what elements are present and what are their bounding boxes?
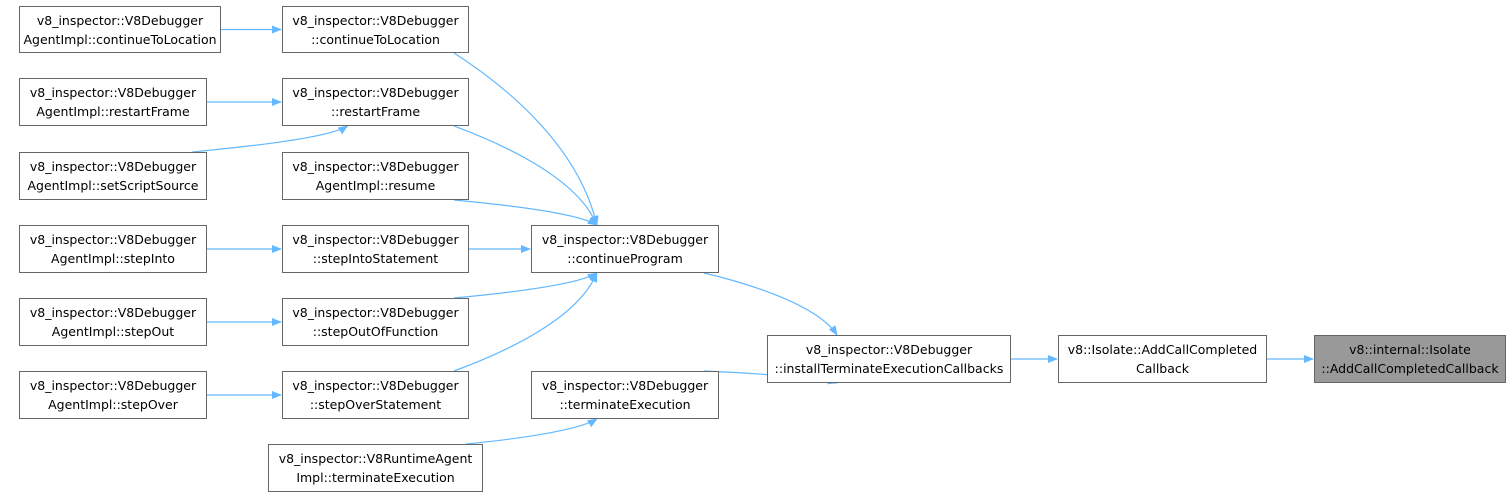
node-line-1: v8::Isolate::AddCallCompleted — [1067, 342, 1258, 357]
node-line-1: v8_inspector::V8Debugger — [29, 378, 197, 393]
node-line-2: AgentImpl::resume — [315, 178, 436, 193]
node-line-1: v8_inspector::V8Debugger — [292, 159, 459, 174]
node-debugger-step-out-of-function[interactable]: v8_inspector::V8Debugger ::stepOutOfFunc… — [282, 298, 469, 346]
node-debugger-step-into-statement[interactable]: v8_inspector::V8Debugger ::stepIntoState… — [282, 225, 469, 273]
edge-debugger_step_out_of_function-to-debugger_continue_program — [453, 272, 598, 299]
node-debugger-continue-program[interactable]: v8_inspector::V8Debugger ::continueProgr… — [531, 225, 719, 273]
node-line-1: v8_inspector::V8Debugger — [805, 342, 973, 357]
node-debugger-restart-frame[interactable]: v8_inspector::V8Debugger ::restartFrame — [282, 78, 469, 126]
node-line-1: v8_inspector::V8Debugger — [292, 85, 459, 100]
node-agent-resume[interactable]: v8_inspector::V8Debugger AgentImpl::resu… — [282, 152, 469, 200]
node-debugger-install-terminate-execution-callbacks[interactable]: v8_inspector::V8Debugger ::installTermin… — [767, 335, 1011, 383]
node-agent-step-over[interactable]: v8_inspector::V8Debugger AgentImpl::step… — [19, 371, 207, 419]
node-line-2: Callback — [1135, 361, 1190, 376]
node-line-1: v8_inspector::V8Debugger — [292, 12, 459, 28]
node-line-2: AgentImpl::continueToLocation — [23, 31, 217, 47]
edge-debugger_continue_to_location-to-debugger_continue_program — [453, 52, 599, 226]
edge-debugger_step_over_statement-to-debugger_continue_program — [453, 272, 598, 372]
node-agent-step-into[interactable]: v8_inspector::V8Debugger AgentImpl::step… — [19, 225, 207, 273]
node-line-1: v8_inspector::V8Debugger — [292, 305, 459, 320]
node-agent-restart-frame[interactable]: v8_inspector::V8Debugger AgentImpl::rest… — [19, 78, 207, 126]
node-agent-continue-to-location[interactable]: v8_inspector::V8Debugger AgentImpl::cont… — [19, 6, 221, 53]
node-line-1: v8_inspector::V8Debugger — [29, 159, 197, 174]
node-line-2: AgentImpl::restartFrame — [36, 104, 190, 119]
edge-runtime_agent_terminate_execution-to-debugger_terminate_execution — [465, 418, 598, 445]
node-agent-set-script-source[interactable]: v8_inspector::V8Debugger AgentImpl::setS… — [19, 152, 207, 200]
node-line-1: v8_inspector::V8Debugger — [292, 378, 459, 393]
edge-agent_set_script_source-to-debugger_restart_frame — [191, 125, 349, 153]
node-line-1: v8_inspector::V8RuntimeAgent — [278, 451, 473, 466]
node-agent-step-out[interactable]: v8_inspector::V8Debugger AgentImpl::step… — [19, 298, 207, 346]
node-debugger-terminate-execution[interactable]: v8_inspector::V8Debugger ::terminateExec… — [531, 371, 719, 419]
node-line-2: ::restartFrame — [330, 104, 421, 119]
node-line-2: AgentImpl::stepInto — [51, 251, 175, 266]
edge-debugger_restart_frame-to-debugger_continue_program — [453, 125, 598, 226]
edge-debugger_continue_program-to-debugger_install_terminate_callbacks — [703, 272, 838, 336]
node-line-1: v8_inspector::V8Debugger — [29, 305, 197, 320]
node-line-2: ::stepOverStatement — [309, 397, 442, 412]
node-line-2: AgentImpl::setScriptSource — [27, 178, 199, 193]
node-line-2: ::AddCallCompletedCallback — [1321, 361, 1499, 376]
node-debugger-continue-to-location[interactable]: v8_inspector::V8Debugger ::continueToLoc… — [282, 6, 469, 53]
node-line-2: Impl::terminateExecution — [296, 470, 455, 485]
node-line-1: v8_inspector::V8Debugger — [29, 232, 197, 247]
node-line-2: ::stepIntoStatement — [312, 251, 439, 266]
node-line-2: ::terminateExecution — [559, 397, 691, 412]
node-line-1: v8_inspector::V8Debugger — [29, 85, 197, 100]
node-runtime-agent-terminate-execution[interactable]: v8_inspector::V8RuntimeAgent Impl::termi… — [268, 444, 483, 492]
node-line-2: AgentImpl::stepOver — [48, 397, 178, 412]
node-line-2: ::installTerminateExecutionCallbacks — [774, 361, 1004, 376]
node-line-1: v8::internal::Isolate — [1349, 342, 1471, 357]
node-isolate-add-call-completed-callback[interactable]: v8::Isolate::AddCallCompleted Callback — [1058, 335, 1267, 383]
node-line-1: v8_inspector::V8Debugger — [292, 232, 459, 247]
node-line-2: ::stepOutOfFunction — [312, 324, 439, 339]
node-debugger-step-over-statement[interactable]: v8_inspector::V8Debugger ::stepOverState… — [282, 371, 469, 419]
node-line-1: v8_inspector::V8Debugger — [541, 232, 709, 247]
node-line-2: AgentImpl::stepOut — [51, 324, 175, 339]
node-line-2: ::continueToLocation — [311, 31, 440, 47]
node-line-2: ::continueProgram — [567, 251, 683, 266]
edge-agent_resume-to-debugger_continue_program — [453, 199, 598, 226]
node-line-1: v8_inspector::V8Debugger — [541, 378, 709, 393]
node-internal-isolate-add-call-completed-callback: v8::internal::Isolate ::AddCallCompleted… — [1314, 335, 1506, 383]
node-line-1: v8_inspector::V8Debugger — [36, 12, 204, 28]
